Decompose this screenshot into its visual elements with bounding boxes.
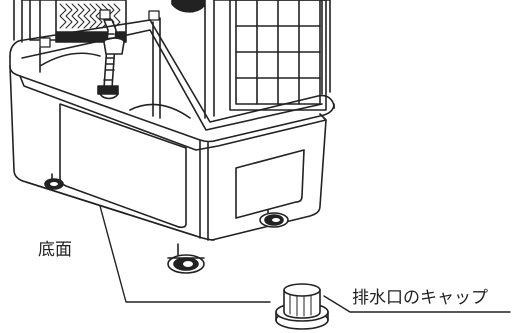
leader-line (100, 206, 270, 302)
caster-wheels (45, 174, 288, 273)
louver-grid (230, 0, 326, 110)
drain-cap-icon (276, 284, 328, 329)
caster-front-left (168, 244, 204, 273)
caster-right (260, 210, 288, 227)
bottom-surface-label: 底面 (38, 240, 72, 260)
drain-cap-label: 排水口のキャップ (352, 288, 488, 308)
motor-housing (172, 0, 204, 12)
